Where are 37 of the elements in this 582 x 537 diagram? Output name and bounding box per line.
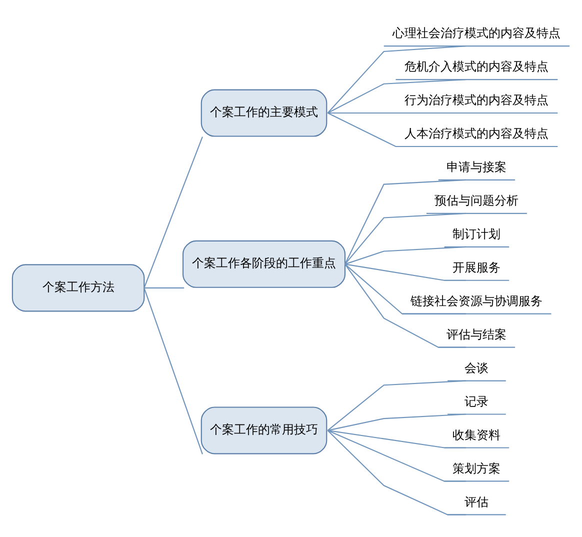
connector [327,112,466,148]
connector [328,430,466,482]
connector [327,380,466,431]
node-text: 评估与结案 [446,327,507,342]
node-text: 行为治疗模式的内容及特点 [404,93,549,108]
node-text: 策划方案 [452,461,501,476]
connector [327,430,466,516]
node-text: 记录 [464,394,489,408]
connector [144,288,203,454]
node-box: 个案工作的常用技巧 [200,406,328,454]
connector [328,112,466,114]
node-text: 评估 [464,494,489,509]
connector [344,264,466,314]
connector [327,46,466,114]
connector [344,246,466,265]
node-text: 心理社会治疗模式的内容及特点 [392,26,561,40]
node-text: 危机介入模式的内容及特点 [404,60,549,74]
connector [328,430,466,448]
node-text: 制订计划 [452,227,501,242]
connector [328,414,466,431]
node-text: 人本治疗模式的内容及特点 [404,126,549,141]
connector [344,212,466,265]
connector [327,79,466,114]
node-box: 个案工作方法 [12,264,145,312]
connector [144,136,203,288]
connector [344,264,466,348]
node-text: 链接社会资源与协调服务 [410,294,543,308]
node-text: 会谈 [464,360,489,375]
node-text: 开展服务 [452,260,501,275]
node-box: 个案工作各阶段的工作重点 [182,240,346,288]
connector [344,179,466,264]
connector [144,287,184,288]
node-text: 收集资料 [452,428,501,442]
node-text: 预估与问题分析 [434,194,519,208]
connector [344,264,466,281]
node-box: 个案工作的主要模式 [200,89,328,137]
node-text: 申请与接案 [446,160,507,174]
